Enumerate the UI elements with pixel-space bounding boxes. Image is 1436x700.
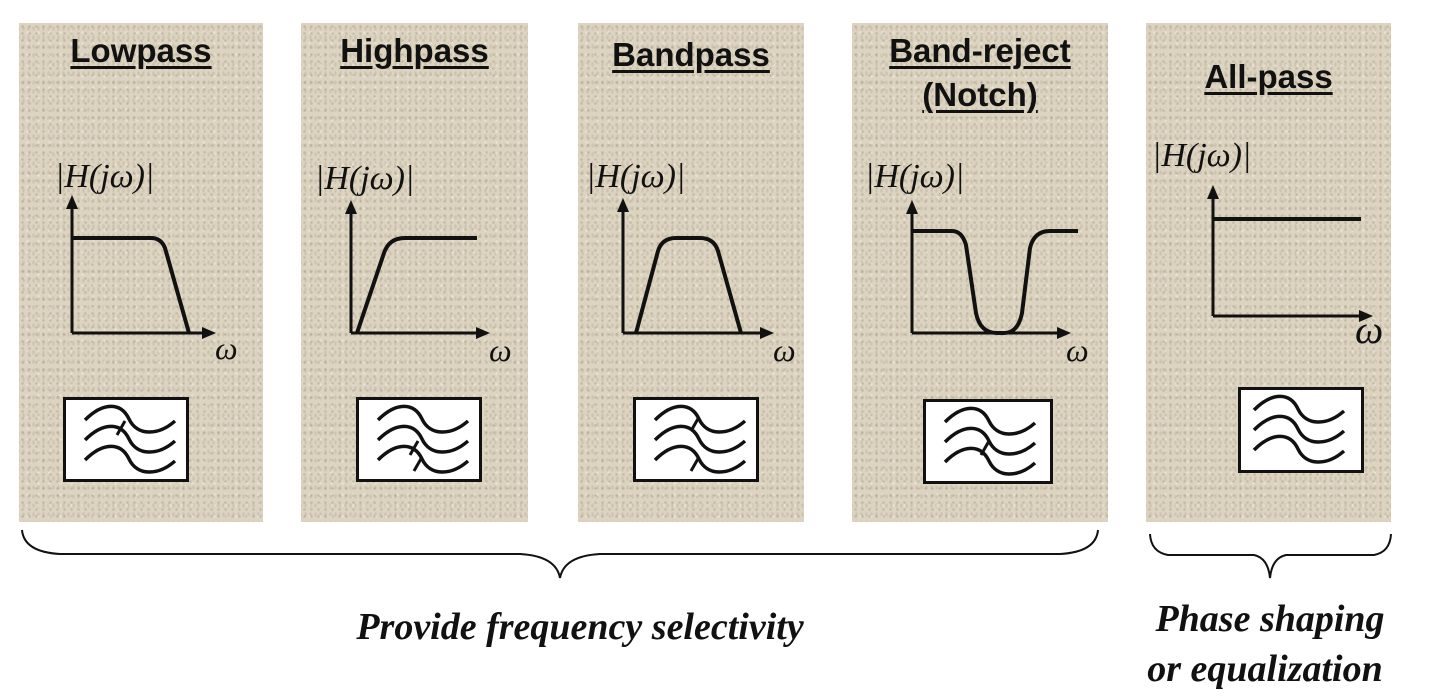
highpass-title: Highpass (340, 32, 489, 69)
highpass-symbol (356, 397, 482, 482)
frequency-axis-label: ω (1355, 307, 1383, 352)
frequency-axis-label: ω (1066, 332, 1089, 368)
bandreject-curve (912, 229, 1078, 335)
bandpass-title: Bandpass (612, 36, 770, 73)
bandpass-response-plot: |H(jω)| ω (586, 158, 796, 368)
highpass-curve (355, 236, 477, 334)
frequency-axis-label: ω (489, 332, 512, 368)
bandreject-symbol (923, 399, 1053, 484)
bandreject-title-line1: Band-reject (889, 32, 1071, 69)
bandpass-symbol (633, 397, 759, 482)
magnitude-axis-label: |H(jω)| (55, 158, 154, 195)
frequency-axis-label: ω (773, 332, 796, 368)
phase-label-line1: Phase shaping (1155, 598, 1385, 640)
lowpass-title: Lowpass (70, 32, 212, 69)
lowpass-curve (72, 236, 191, 334)
phase-label-line2: or equalization (1147, 648, 1383, 690)
highpass-response-plot: |H(jω)| ω (315, 160, 512, 368)
lowpass-response-plot: |H(jω)| ω (55, 158, 238, 366)
lowpass-panel: Lowpass |H(jω)| ω (19, 23, 263, 522)
bandreject-panel: Band-reject (Notch) |H(jω)| ω (852, 23, 1108, 522)
allpass-symbol (1238, 387, 1364, 473)
magnitude-axis-label: |H(jω)| (865, 158, 964, 195)
bandreject-title-line2: (Notch) (922, 76, 1038, 113)
allpass-response-plot: |H(jω)| ω (1152, 137, 1383, 352)
magnitude-axis-label: |H(jω)| (315, 160, 414, 197)
allpass-panel: All-pass |H(jω)| ω (1146, 23, 1391, 522)
allpass-title: All-pass (1204, 58, 1333, 95)
magnitude-axis-label: |H(jω)| (1152, 137, 1251, 174)
bandpass-curve (634, 236, 743, 334)
bandpass-panel: Bandpass |H(jω)| ω (578, 23, 804, 522)
selectivity-label: Provide frequency selectivity (356, 606, 804, 648)
highpass-panel: Highpass |H(jω)| ω (301, 23, 528, 522)
bandreject-response-plot: |H(jω)| ω (865, 158, 1089, 368)
lowpass-symbol (63, 397, 189, 482)
magnitude-axis-label: |H(jω)| (586, 158, 685, 195)
frequency-axis-label: ω (215, 330, 238, 366)
